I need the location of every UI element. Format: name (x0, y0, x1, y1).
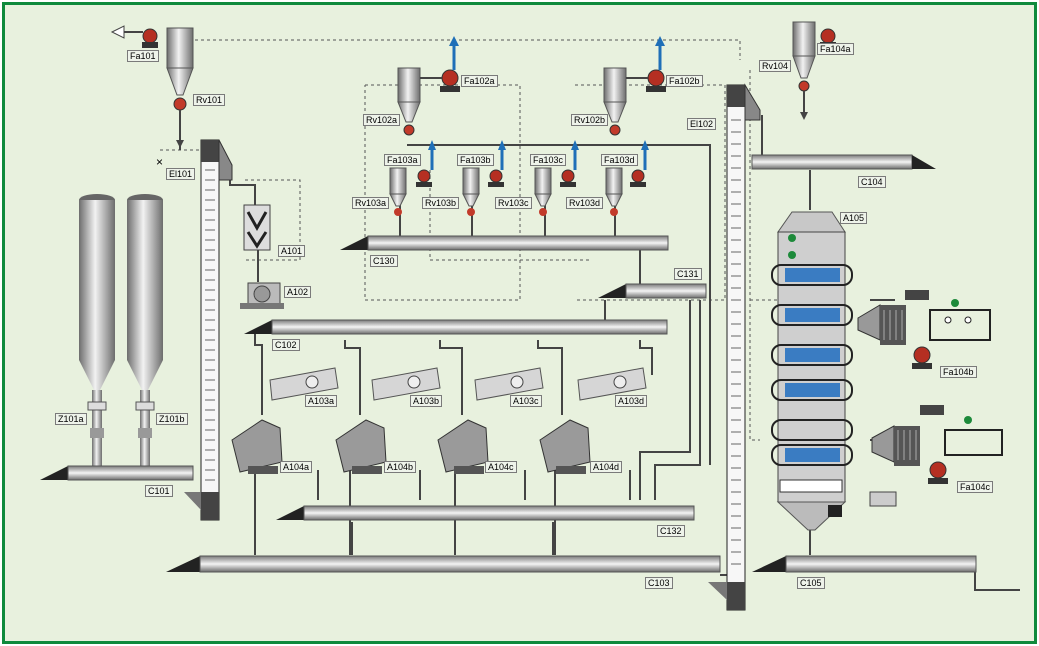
heat-exchanger-bottom[interactable] (871, 405, 1003, 466)
fan-fa103d[interactable] (630, 140, 649, 187)
fan-fa102a[interactable] (420, 36, 460, 92)
label-rv103d: Rv103d (566, 197, 604, 209)
label-a104b: A104b (384, 461, 417, 473)
mill-a104a[interactable] (231, 419, 283, 474)
label-a102: A102 (284, 286, 312, 298)
fan-fa104c[interactable] (928, 461, 948, 484)
conveyor-c131[interactable] (598, 283, 707, 299)
label-fa104b: Fa104b (940, 366, 977, 378)
label-fa101: Fa101 (127, 50, 159, 62)
control-box (869, 491, 897, 507)
close-icon[interactable]: × (156, 155, 163, 169)
label-el102: El102 (687, 118, 717, 130)
sifter-a103d[interactable] (577, 367, 647, 401)
silo-z101a[interactable] (79, 194, 115, 470)
cyclone-rv102b[interactable] (603, 67, 627, 136)
label-a101: A101 (278, 245, 306, 257)
label-rv103b: Rv103b (422, 197, 460, 209)
label-el101: El101 (166, 168, 196, 180)
label-fa103b: Fa103b (457, 154, 494, 166)
label-rv103c: Rv103c (495, 197, 532, 209)
label-c101: C101 (145, 485, 173, 497)
mill-a104b[interactable] (335, 419, 387, 474)
fan-fa103c[interactable] (560, 140, 579, 187)
label-fa104a: Fa104a (817, 43, 854, 55)
elevator-el102[interactable] (708, 83, 761, 611)
cyclone-rv103a[interactable] (389, 167, 407, 216)
label-a104d: A104d (590, 461, 623, 473)
label-fa102b: Fa102b (666, 75, 703, 87)
label-c131: C131 (674, 268, 702, 280)
conveyor-c101[interactable] (40, 465, 194, 481)
label-a104a: A104a (280, 461, 313, 473)
label-a103a: A103a (305, 395, 338, 407)
sifter-a103b[interactable] (371, 367, 441, 401)
label-fa103a: Fa103a (384, 154, 421, 166)
elevator-el101[interactable] (184, 139, 233, 521)
fan-fa101[interactable] (110, 25, 158, 48)
label-rv102a: Rv102a (363, 114, 401, 126)
label-a104c: A104c (485, 461, 517, 473)
sifter-a103c[interactable] (474, 367, 544, 401)
fan-fa104b[interactable] (912, 346, 932, 369)
fan-fa103b[interactable] (488, 140, 506, 187)
label-c102: C102 (272, 339, 300, 351)
conveyor-c103[interactable] (166, 555, 721, 573)
label-c103: C103 (645, 577, 673, 589)
label-fa103c: Fa103c (530, 154, 567, 166)
heat-exchanger-top[interactable] (857, 290, 991, 345)
fan-fa102b[interactable] (626, 36, 666, 92)
mill-a104c[interactable] (437, 419, 489, 474)
label-rv101: Rv101 (193, 94, 226, 106)
conveyor-c104[interactable] (751, 154, 936, 170)
label-c105: C105 (797, 577, 825, 589)
unit-a102[interactable] (240, 282, 284, 309)
cyclone-rv103d[interactable] (605, 167, 623, 216)
conveyor-c132[interactable] (276, 505, 695, 521)
label-a105: A105 (840, 212, 868, 224)
cyclone-rv102a[interactable] (397, 67, 421, 136)
fan-fa103a[interactable] (416, 140, 436, 187)
cyclone-rv104[interactable] (792, 21, 816, 120)
label-z101b: Z101b (156, 413, 188, 425)
label-a103d: A103d (615, 395, 648, 407)
label-a103c: A103c (510, 395, 542, 407)
label-z101a: Z101a (55, 413, 87, 425)
conveyor-c105[interactable] (752, 555, 977, 573)
label-rv104: Rv104 (759, 60, 792, 72)
conveyor-c130[interactable] (340, 235, 669, 251)
label-a103b: A103b (410, 395, 443, 407)
label-rv103a: Rv103a (352, 197, 390, 209)
silo-z101b[interactable] (127, 194, 163, 470)
dryer-a105[interactable] (771, 211, 853, 531)
label-rv102b: Rv102b (571, 114, 609, 126)
conveyor-c102[interactable] (244, 319, 668, 335)
cyclone-rv103c[interactable] (534, 167, 552, 216)
label-fa104c: Fa104c (957, 481, 994, 493)
label-c132: C132 (657, 525, 685, 537)
label-fa103d: Fa103d (601, 154, 638, 166)
mill-a104d[interactable] (539, 419, 591, 474)
label-fa102a: Fa102a (461, 75, 498, 87)
cyclone-rv101[interactable] (166, 27, 194, 148)
label-c104: C104 (858, 176, 886, 188)
sifter-a103a[interactable] (269, 367, 339, 401)
cyclone-rv103b[interactable] (462, 167, 480, 216)
separator-a101[interactable] (243, 204, 271, 251)
label-c130: C130 (370, 255, 398, 267)
